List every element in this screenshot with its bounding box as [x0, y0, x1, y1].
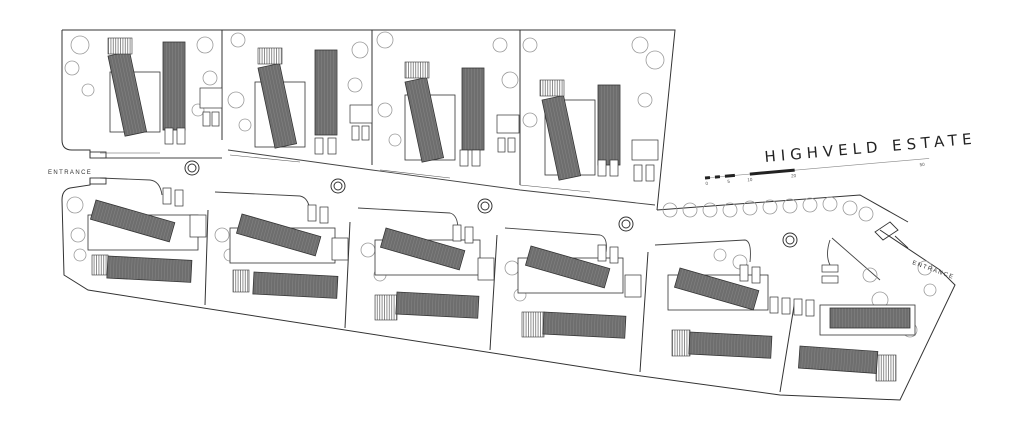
scale-tick-10: 10 — [747, 177, 753, 182]
roof-n2-a — [257, 62, 298, 149]
roof-s4-b — [542, 311, 627, 339]
roof-n2-b — [314, 49, 338, 136]
roof-s3-a — [379, 227, 466, 271]
roof-s5-a — [673, 267, 760, 311]
estate-title: HIGHVELD ESTATE — [764, 130, 978, 166]
roof-n3-a — [404, 76, 445, 163]
roof-s2-a — [235, 213, 322, 257]
scale-tick-5: 5 — [727, 179, 730, 184]
roof-s4-a — [524, 245, 611, 289]
house-footprints — [87, 71, 916, 336]
frontage-walls — [100, 152, 591, 193]
roof-n4-b — [597, 84, 621, 166]
roof-s2-b — [252, 271, 339, 299]
roof-s3-b — [395, 291, 480, 319]
trees — [64, 31, 937, 338]
terraces — [91, 37, 897, 382]
roof-s1-b — [106, 255, 193, 283]
scale-tick-0: 0 — [705, 181, 708, 186]
scale-bar: 0 5 10 20 50 — [704, 158, 930, 186]
scale-tick-50: 50 — [919, 162, 925, 167]
internal-road — [99, 149, 881, 281]
north-row-roofs — [107, 41, 621, 181]
north-lot-dividers — [221, 30, 521, 185]
roof-n1-b — [162, 41, 186, 131]
south-lot-dividers — [204, 209, 796, 393]
roof-n4-a — [541, 94, 582, 181]
roundabouts — [184, 160, 798, 248]
entrance-gates — [89, 151, 909, 249]
roof-s1-a — [89, 199, 176, 243]
entrance-label-west: ENTRANCE — [48, 170, 92, 176]
roof-s6-b — [798, 345, 879, 374]
roof-s5-b — [688, 331, 773, 359]
garages — [162, 87, 839, 317]
roof-n3-b — [461, 67, 485, 151]
roof-s6-a — [829, 307, 911, 329]
south-row-roofs — [89, 199, 911, 374]
scale-tick-20: 20 — [791, 173, 797, 178]
entrance-label-east: ENTRANCE — [911, 260, 955, 281]
